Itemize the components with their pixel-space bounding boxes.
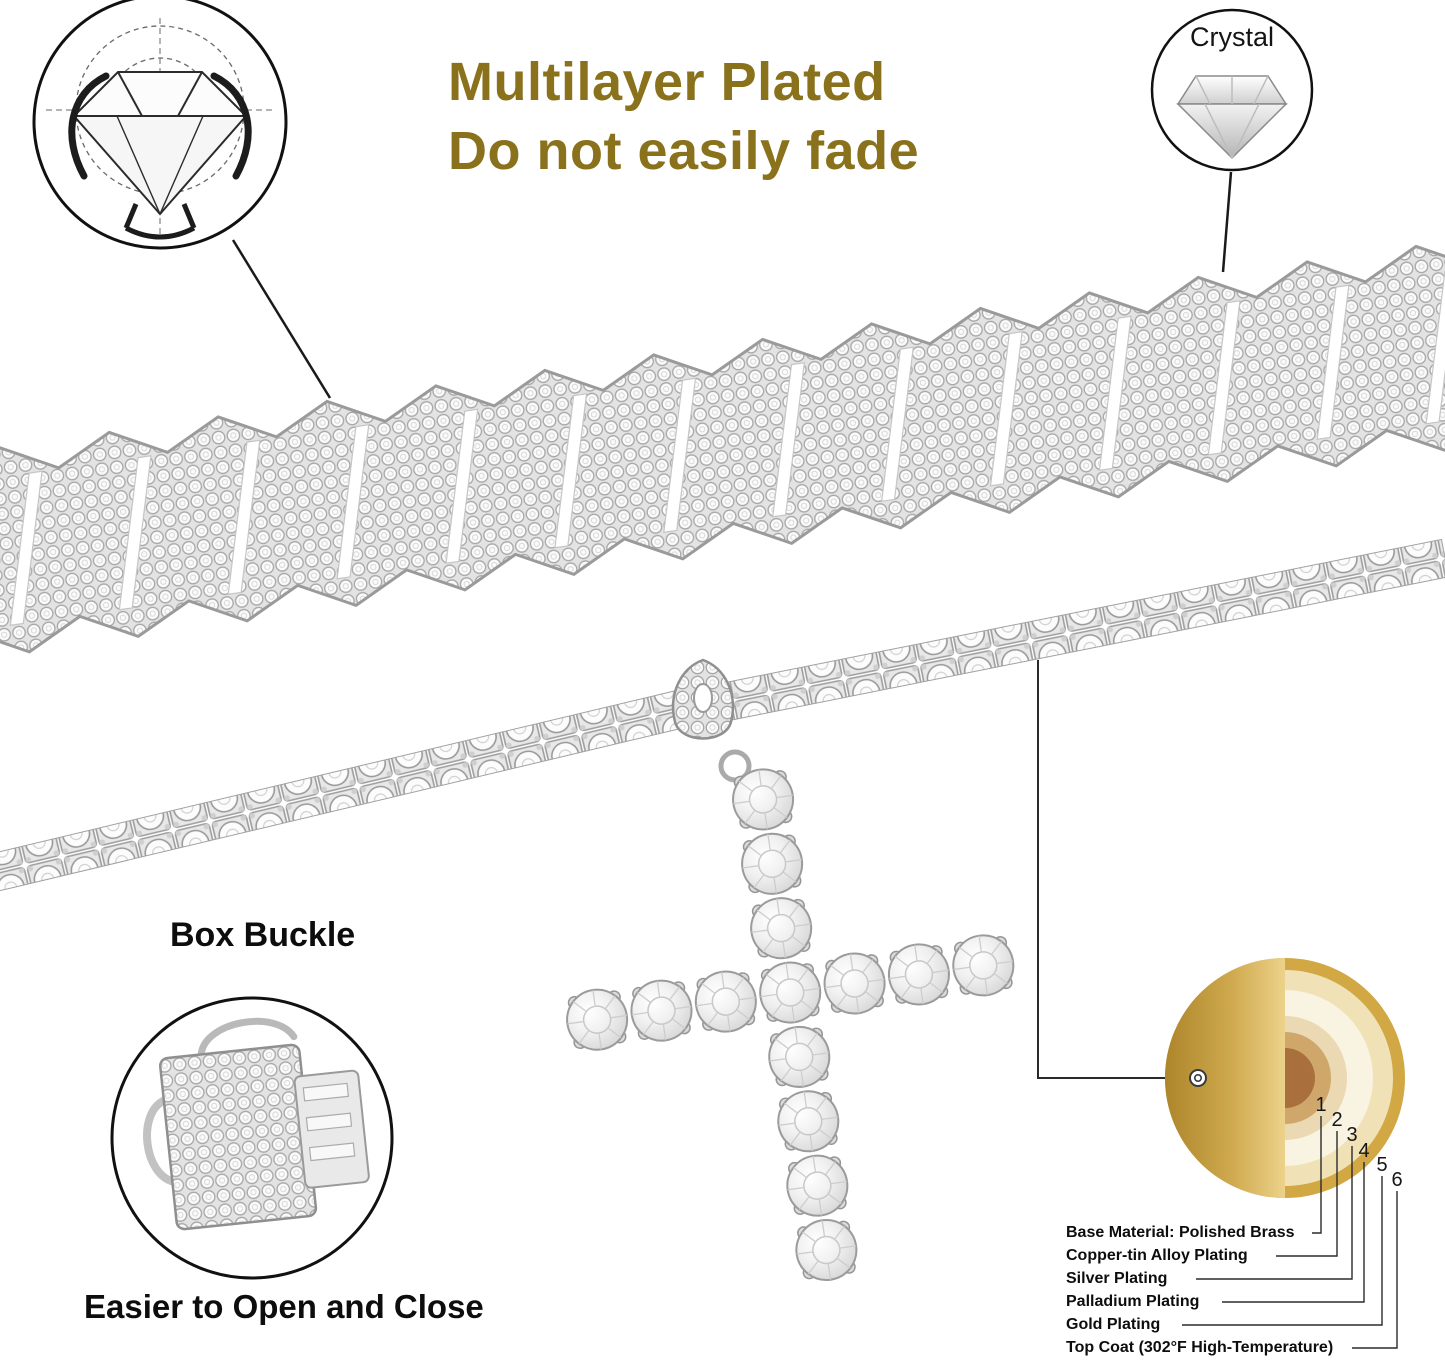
plating-number-1: 1 [1315, 1094, 1326, 1116]
prong-setting-callout [32, 0, 332, 399]
plating-gold-semicircle [1165, 958, 1285, 1198]
plating-label-2: Copper-tin Alloy Plating [1066, 1247, 1248, 1264]
box-buckle-caption: Easier to Open and Close [84, 1288, 484, 1325]
plating-number-3: 3 [1346, 1124, 1357, 1146]
pendant-bail [671, 658, 752, 783]
crystal-pointer-line [1221, 171, 1233, 273]
headline: Multilayer Plated Do not easily fade [448, 48, 919, 186]
cuban-link-gaps [9, 269, 1445, 626]
box-buckle-label: Box Buckle [170, 916, 356, 954]
crystal-label: Crystal [1189, 22, 1275, 52]
prong-setting-icon [46, 18, 274, 240]
tennis-chain-image [0, 538, 1445, 894]
crystal-callout [1150, 8, 1314, 273]
plating-callout-line [1037, 660, 1189, 1079]
plating-label-4: Palladium Plating [1066, 1293, 1200, 1310]
plating-label-3: Silver Plating [1066, 1270, 1168, 1287]
headline-line-2: Do not easily fade [448, 121, 920, 182]
target-marker-icon [1189, 1069, 1207, 1087]
plating-label-6: Top Coat (302°F High-Temperature) [1066, 1339, 1334, 1356]
plating-label-1: Base Material: Polished Brass [1066, 1224, 1295, 1241]
cuban-chain-image [0, 244, 1445, 654]
plating-number-lines [1182, 1116, 1398, 1349]
plating-diagram: 1 2 3 4 5 6 [1165, 958, 1405, 1349]
box-buckle-clasp-icon [143, 1018, 370, 1231]
plating-label-5: Gold Plating [1066, 1316, 1161, 1333]
box-buckle-callout [110, 996, 394, 1280]
plating-number-2: 2 [1331, 1109, 1342, 1131]
prong-setting-pointer-line [231, 239, 332, 399]
plating-number-6: 6 [1391, 1169, 1402, 1191]
cross-pendant-image [562, 764, 1019, 1285]
crystal-diamond-icon [1176, 75, 1288, 160]
plating-number-4: 4 [1358, 1140, 1369, 1162]
plating-number-5: 5 [1376, 1154, 1387, 1176]
headline-line-1: Multilayer Plated [448, 52, 886, 112]
